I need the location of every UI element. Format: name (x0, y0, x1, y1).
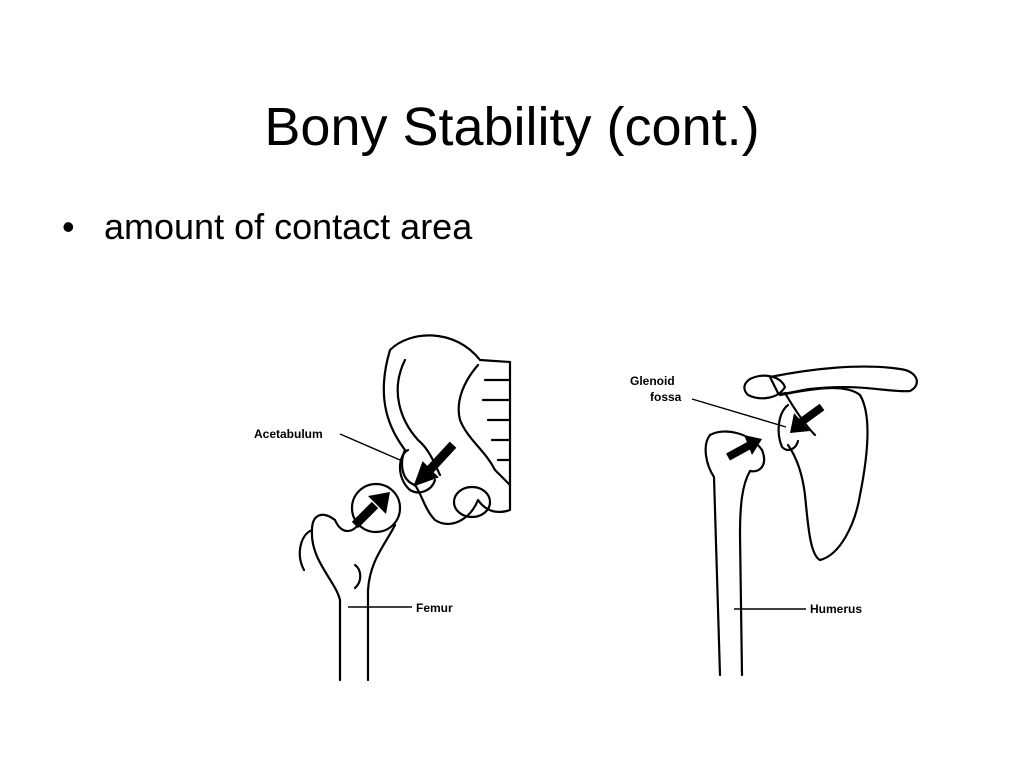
humeral-head (708, 430, 766, 473)
greater-trochanter (298, 528, 314, 572)
pelvis-inner-contour (396, 358, 442, 477)
shoulder-joint-diagram: Glenoid fossa Humerus (630, 365, 918, 677)
femoral-head (350, 482, 402, 534)
humerus-force-arrow-icon (726, 441, 752, 461)
femur-label: Femur (416, 601, 453, 615)
pelvis-outline (382, 334, 512, 526)
sacrum-ridges (481, 378, 510, 462)
slide-title: Bony Stability (cont.) (264, 97, 760, 157)
hip-joint-diagram: Acetabulum Femur (254, 334, 512, 682)
humerus-label: Humerus (810, 602, 862, 616)
glenoid-label-line2: fossa (650, 390, 682, 404)
bullet-dot-icon: • (62, 206, 75, 247)
bullet-list: • amount of contact area (62, 205, 472, 248)
bullet-item: • amount of contact area (62, 205, 472, 248)
glenoid-fossa-shape (777, 403, 800, 451)
acetabulum-socket (398, 448, 437, 494)
scapula-outline (778, 386, 869, 562)
bullet-text: amount of contact area (104, 206, 473, 247)
sacrum-outline (457, 363, 512, 487)
scapula-spine (783, 391, 817, 437)
acromion-outline (743, 374, 787, 400)
femur-force-arrow-icon (351, 501, 379, 529)
femur-shaft-outline (310, 513, 397, 682)
glenoid-force-arrow-icon (797, 403, 825, 427)
lesser-trochanter (353, 563, 362, 590)
glenoid-label-line1: Glenoid (630, 374, 675, 388)
acetabulum-label: Acetabulum (254, 427, 323, 441)
humerus-shaft-outline (704, 433, 752, 677)
obturator-foramen (452, 485, 492, 519)
